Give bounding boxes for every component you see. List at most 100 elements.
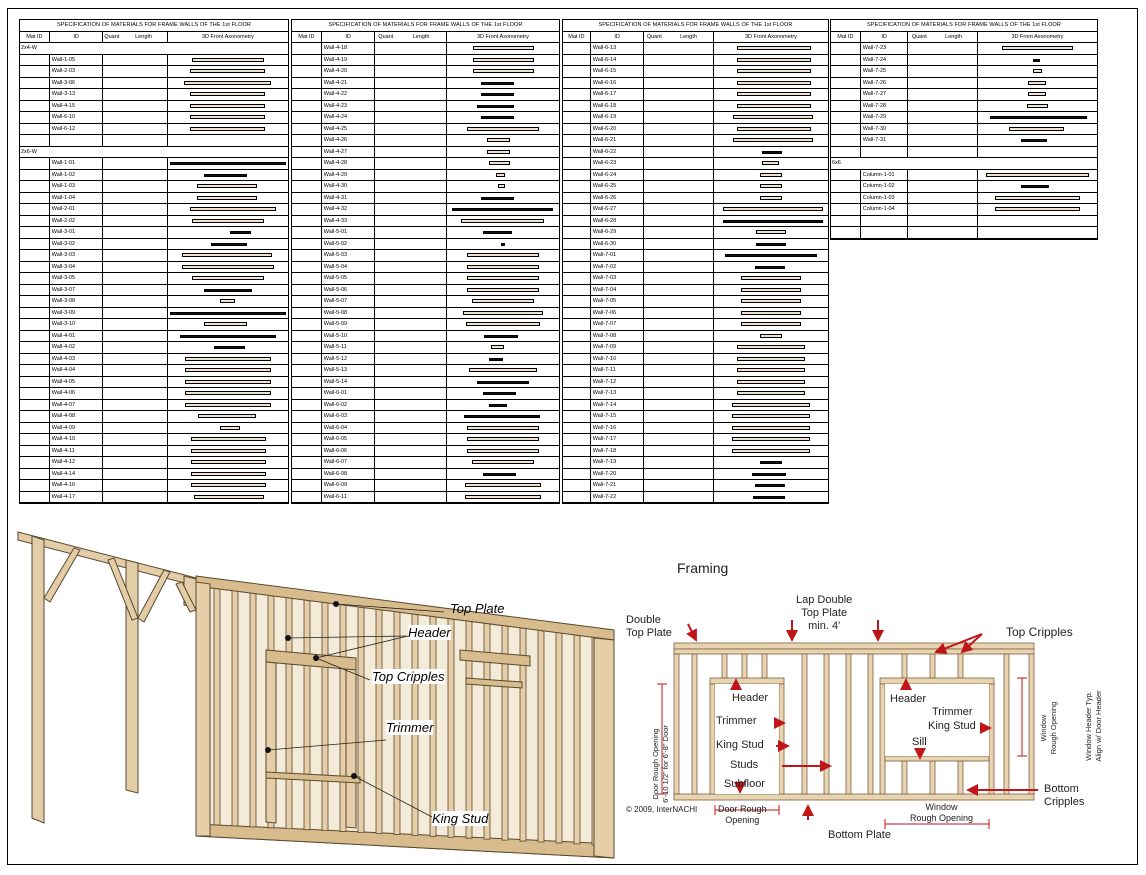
member-id: Wall-6-30 xyxy=(591,238,645,249)
table-row: Column-1-02 xyxy=(831,181,1097,193)
stud xyxy=(845,653,852,795)
member-axonometry-bar xyxy=(752,495,785,499)
table-row: Wall-4-20 xyxy=(292,66,559,78)
table-row: Column-1-01 xyxy=(831,169,1097,181)
axonometry-cell xyxy=(447,296,559,307)
quant-cell xyxy=(375,492,396,503)
member-id: Wall-7-08 xyxy=(591,330,645,341)
table-row: Wall-6-04 xyxy=(292,422,559,434)
length-cell xyxy=(120,491,168,502)
table-row: Wall-4-19 xyxy=(292,54,559,66)
member-id: Wall-6-06 xyxy=(322,445,376,456)
quant-cell xyxy=(103,446,120,457)
member-axonometry-bar xyxy=(464,494,542,499)
axonometry-cell xyxy=(168,262,288,273)
table-row: Wall-6-26 xyxy=(563,192,828,204)
member-axonometry-bar xyxy=(741,299,801,303)
axonometry-cell xyxy=(168,400,288,411)
member-id: Wall-4-02 xyxy=(50,342,104,353)
quant-cell xyxy=(103,434,120,445)
mat-id-cell xyxy=(292,135,322,146)
spec-table-1: SPECIFICATION OF MATERIALS FOR FRAME WAL… xyxy=(19,19,289,504)
quant-cell xyxy=(375,434,396,445)
mat-id-cell xyxy=(563,66,591,77)
member-id: Wall-4-01 xyxy=(50,330,104,341)
axonometry-cell xyxy=(714,89,828,100)
quant-cell xyxy=(644,354,664,365)
top-cripple xyxy=(761,653,768,679)
length-cell xyxy=(664,77,714,88)
axonometry-cell xyxy=(447,89,559,100)
quant-cell xyxy=(908,78,930,89)
quant-cell xyxy=(103,411,120,422)
column-header: Quant xyxy=(104,34,120,40)
quant-cell xyxy=(375,308,396,319)
member-id: Wall-3-13 xyxy=(50,89,104,100)
mat-id-cell xyxy=(563,204,591,215)
table-row: Wall-6-11 xyxy=(292,491,559,503)
stud xyxy=(465,620,473,839)
member-id: Wall-7-29 xyxy=(861,112,909,123)
member-axonometry-bar xyxy=(1008,126,1064,131)
quant-cell xyxy=(103,342,120,353)
length-cell xyxy=(930,112,978,123)
mat-id-cell xyxy=(831,112,861,123)
member-axonometry-bar xyxy=(184,356,272,361)
axonometry-cell xyxy=(714,411,828,422)
axonometry-cell xyxy=(714,147,828,158)
axonometry-cell xyxy=(447,308,559,319)
quant-cell xyxy=(103,388,120,399)
member-axonometry-bar xyxy=(723,219,824,223)
axonometry-cell xyxy=(447,239,559,250)
mat-id-cell xyxy=(563,77,591,88)
length-cell xyxy=(120,330,168,341)
table-row: Wall-5-06 xyxy=(292,284,559,296)
table-row: Wall-7-28 xyxy=(831,100,1097,112)
mat-id-cell xyxy=(292,307,322,318)
axonometry-cell xyxy=(168,296,288,307)
member-axonometry-bar xyxy=(191,276,264,280)
quant-cell xyxy=(103,469,120,480)
length-cell xyxy=(120,54,168,65)
length-cell xyxy=(396,376,447,387)
table-row: Wall-6-12 xyxy=(20,123,288,135)
mat-id-cell xyxy=(292,434,322,445)
length-cell xyxy=(120,158,168,169)
length-cell xyxy=(120,388,168,399)
axonometry-cell xyxy=(447,55,559,66)
axonometry-cell xyxy=(978,193,1097,204)
mat-id-cell xyxy=(292,100,322,111)
length-cell xyxy=(930,169,978,180)
axonometry-cell xyxy=(168,216,288,227)
axonometry-cell xyxy=(714,273,828,284)
axonometry-cell xyxy=(978,43,1097,54)
quant-cell xyxy=(103,319,120,330)
quant-cell xyxy=(375,296,396,307)
mat-id-cell xyxy=(20,307,50,318)
quant-cell xyxy=(644,158,664,169)
member-id: Wall-6-16 xyxy=(591,77,645,88)
member-id: Wall-7-14 xyxy=(591,399,645,410)
label-top-cripples-2d: Top Cripples xyxy=(1006,625,1073,639)
mat-id-cell xyxy=(20,284,50,295)
member-id: Wall-7-30 xyxy=(861,123,909,134)
table-row: Wall-6-06 xyxy=(292,445,559,457)
member-axonometry-bar xyxy=(732,448,810,453)
member-axonometry-bar xyxy=(733,138,814,142)
length-cell xyxy=(396,43,447,54)
axonometry-cell xyxy=(447,285,559,296)
member-id: Wall-4-29 xyxy=(322,169,376,180)
quant-cell xyxy=(908,170,930,181)
quant-cell xyxy=(103,457,120,468)
length-cell xyxy=(120,261,168,272)
mat-id-cell xyxy=(292,250,322,261)
table-row: Wall-4-25 xyxy=(292,123,559,135)
table-row: Wall-7-27 xyxy=(831,89,1097,101)
axonometry-cell xyxy=(168,89,288,100)
stud xyxy=(321,601,329,832)
quant-cell xyxy=(375,400,396,411)
quant-cell xyxy=(103,423,120,434)
table-row: Wall-6-10 xyxy=(20,112,288,124)
